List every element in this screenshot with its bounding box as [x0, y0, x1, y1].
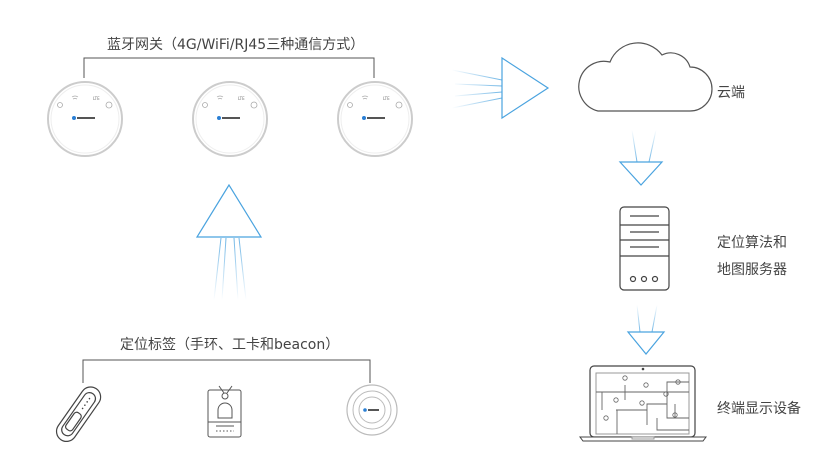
- server-icon: [619, 206, 670, 291]
- cloud-label: 云端: [717, 85, 745, 101]
- cloud-icon: [578, 42, 713, 112]
- wristband-icon: [55, 386, 102, 442]
- id-badge-icon: [207, 385, 242, 438]
- arrow-down-icon: [626, 304, 666, 355]
- laptop-map-icon: [579, 365, 707, 442]
- beacon-icon: [346, 384, 398, 436]
- arrow-down-icon: [618, 129, 664, 186]
- gateway-device: [47, 81, 123, 157]
- gateway-bracket: [83, 57, 375, 78]
- gateway-title: 蓝牙网关（4G/WiFi/RJ45三种通信方式）: [107, 37, 365, 53]
- gateway-device: [337, 81, 413, 157]
- terminal-label: 终端显示设备: [717, 401, 801, 417]
- server-label-line1: 定位算法和: [717, 235, 787, 251]
- tags-bracket: [82, 359, 371, 383]
- gateway-device: [192, 81, 268, 157]
- arrow-right-icon: [451, 56, 550, 120]
- arrow-up-icon: [195, 183, 263, 301]
- server-label-line2: 地图服务器: [717, 262, 787, 278]
- tags-title: 定位标签（手环、工卡和beacon）: [120, 337, 340, 353]
